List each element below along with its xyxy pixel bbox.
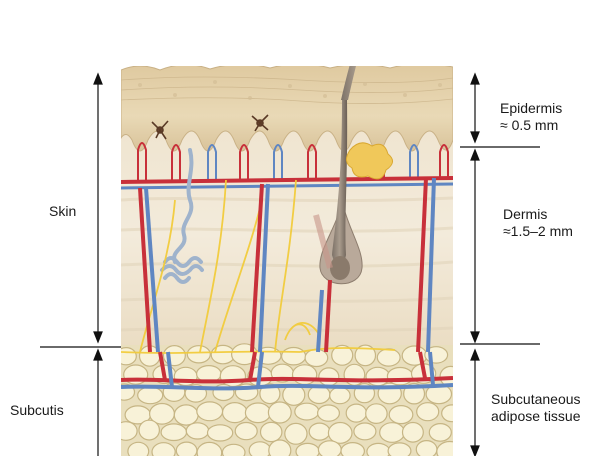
fat-cell	[367, 443, 390, 456]
label-adipose-tissue: adipose tissue	[491, 408, 581, 425]
fat-cell	[197, 402, 223, 421]
fat-cell	[249, 442, 270, 456]
fat-cell	[139, 420, 159, 440]
fat-cell	[222, 444, 245, 456]
fat-cell	[309, 423, 330, 440]
fat-cell	[318, 405, 340, 421]
fat-cell	[116, 348, 137, 365]
fat-cell	[319, 368, 339, 386]
fat-cell	[442, 405, 463, 422]
fat-cell	[208, 425, 233, 441]
fat-cell	[161, 424, 186, 441]
fat-cell	[437, 442, 463, 456]
fat-cell	[261, 422, 282, 441]
fat-cell	[416, 441, 437, 456]
fat-cell	[380, 423, 405, 443]
fat-cell	[269, 440, 291, 456]
label-epidermis-thickness: ≈ 0.5 mm	[500, 117, 558, 134]
fat-cell	[346, 404, 366, 422]
fat-cell	[296, 443, 319, 456]
label-subcutis: Subcutis	[10, 402, 64, 419]
fat-cell	[220, 366, 245, 387]
fat-cell	[223, 403, 248, 423]
fat-cell	[387, 368, 412, 385]
fat-cell	[115, 422, 137, 441]
fat-cell	[366, 404, 387, 424]
fat-cell	[138, 387, 163, 404]
fat-cell	[429, 424, 451, 442]
fat-cell	[354, 423, 376, 440]
fat-cell	[245, 403, 270, 423]
fat-cell	[377, 349, 400, 366]
fat-cell	[344, 364, 365, 385]
label-skin: Skin	[49, 203, 76, 220]
fat-cell	[128, 442, 149, 456]
fat-cell	[176, 442, 197, 456]
fat-cell	[187, 346, 210, 363]
fat-cell	[389, 406, 413, 424]
fat-cell	[330, 387, 350, 403]
label-epidermis: Epidermis	[500, 100, 562, 117]
fat-cell	[366, 367, 390, 385]
fat-cell	[403, 423, 424, 443]
fat-cell	[285, 423, 307, 444]
fat-cell	[417, 403, 439, 421]
label-subcutaneous: Subcutaneous	[491, 391, 581, 408]
label-dermis-thickness: ≈1.5–2 mm	[503, 223, 573, 240]
fat-cell	[282, 348, 306, 365]
fat-cell	[328, 423, 352, 444]
fat-cell	[235, 423, 257, 440]
fat-cell	[152, 443, 175, 456]
label-dermis: Dermis	[503, 206, 547, 223]
fat-cell	[341, 443, 364, 456]
fat-cell	[186, 423, 208, 439]
fat-cell	[388, 443, 411, 456]
fat-cell	[318, 441, 341, 456]
tissue-block	[114, 8, 463, 456]
fat-cell	[295, 403, 319, 420]
fat-cell	[268, 402, 291, 423]
fat-cell	[174, 405, 198, 425]
fat-cell	[293, 365, 317, 385]
